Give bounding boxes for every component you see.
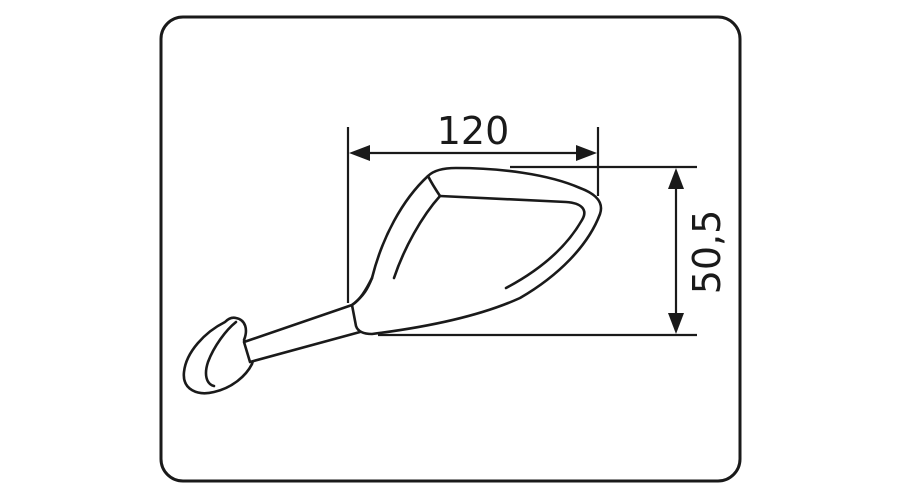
mirror-housing	[350, 166, 603, 336]
width-arrow-left	[349, 145, 370, 161]
height-label: 50,5	[685, 210, 729, 295]
mirror-inner-left	[392, 194, 442, 280]
width-label: 120	[437, 109, 510, 153]
frame-border	[159, 15, 742, 483]
mirror-inner-edge	[438, 194, 586, 290]
height-arrow-bottom	[668, 313, 684, 334]
mirror-top-face	[426, 174, 442, 198]
mirror-base-joint	[350, 276, 374, 307]
mount-clamp-inner	[204, 320, 238, 388]
width-arrow-right	[576, 145, 597, 161]
mirror-stem	[242, 303, 362, 364]
height-dimension	[378, 165, 697, 337]
height-arrow-top	[668, 168, 684, 189]
mount-clamp	[182, 316, 255, 395]
width-dimension	[346, 127, 600, 303]
motorcycle-mirror-icon	[182, 166, 603, 395]
